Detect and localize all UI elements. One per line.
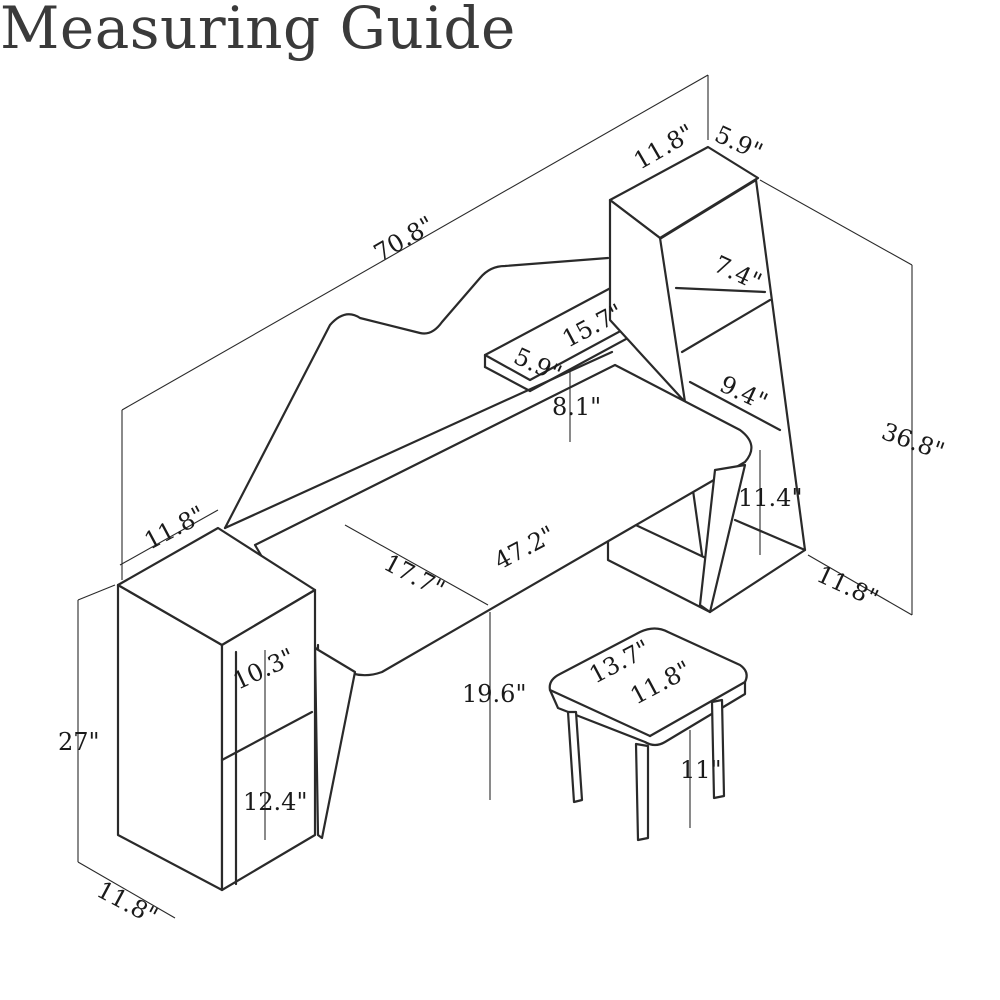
- hutch-back-panel: [223, 256, 610, 530]
- dim-cabinet-base: [77, 861, 176, 919]
- stool-leg-3: [710, 698, 726, 800]
- stool-seat-edge: [548, 688, 652, 738]
- right-tower-shelf-3: [733, 518, 807, 552]
- label-overall-height: 36.8": [878, 417, 948, 465]
- left-cabinet-side: [220, 588, 317, 892]
- dim-desk-width: [344, 524, 489, 606]
- dim-cabinet-top: [119, 509, 219, 566]
- stool-leg-2: [634, 742, 650, 842]
- stool-seat: [548, 627, 748, 747]
- label-cabinet-height: 27": [58, 728, 100, 756]
- desk-leg: [313, 646, 357, 840]
- dim-height-right-top: [759, 179, 913, 266]
- label-cabinet-base-depth: 11.8": [92, 876, 162, 931]
- stool-seat-edge-2: [648, 680, 747, 738]
- label-cabinet-shelf-lower: 12.4": [243, 788, 307, 816]
- dim-cabinet-height-top: [77, 584, 116, 601]
- right-tower-shelf-2: [688, 380, 782, 432]
- label-riser-height: 8.1": [552, 393, 601, 421]
- desktop-top: [253, 363, 753, 677]
- right-tower-shelf-1b: [680, 298, 772, 354]
- label-shelf-lower: 11.4": [738, 484, 802, 512]
- riser-shelf-front-2: [483, 365, 532, 393]
- label-desk-height: 19.6": [462, 680, 526, 708]
- dim-overall-width: [121, 74, 709, 411]
- right-tower-shelf-1: [674, 286, 767, 294]
- page-title: Measuring Guide: [0, 0, 516, 62]
- label-tower-base-depth: 11.8": [812, 560, 882, 613]
- desk-leg-right: [698, 463, 747, 614]
- label-overall-width: 70.8": [369, 211, 439, 267]
- dim-height-right-bottom: [807, 554, 913, 616]
- stool-leg-1: [566, 710, 584, 804]
- label-stool-height: 11": [680, 756, 722, 784]
